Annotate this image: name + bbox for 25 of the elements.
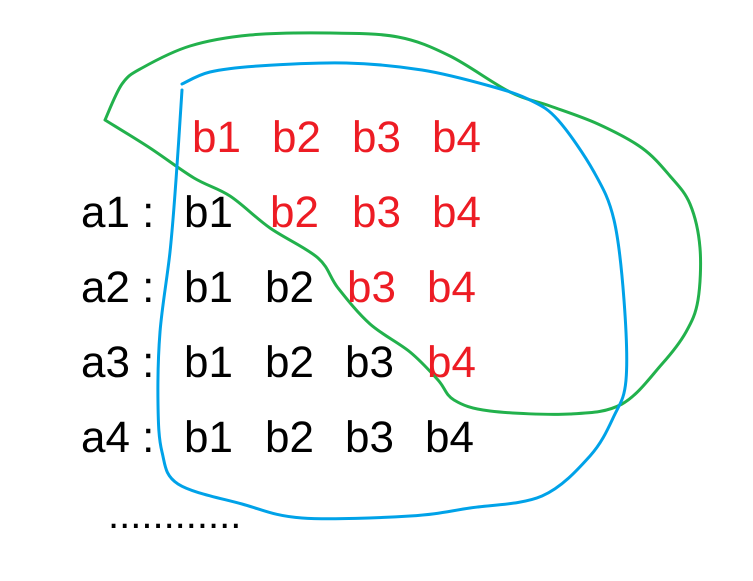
pair-term: b4 xyxy=(432,191,481,235)
pair-term: b3 xyxy=(347,266,396,310)
pair-term: b2 xyxy=(270,191,319,235)
column-header-term: b1 xyxy=(192,116,241,160)
column-header-term: b2 xyxy=(272,116,321,160)
pair-term: b3 xyxy=(345,416,394,460)
row-label: a4 : xyxy=(81,416,154,460)
column-header-term: b3 xyxy=(352,116,401,160)
pair-term: b1 xyxy=(184,191,233,235)
pair-term: b1 xyxy=(184,341,233,385)
pair-term: b2 xyxy=(265,266,314,310)
row-label: a3 : xyxy=(81,341,154,385)
pair-term: b4 xyxy=(427,266,476,310)
ellipsis-dots: ............ xyxy=(108,495,242,535)
pair-term: b4 xyxy=(425,416,474,460)
pair-term: b1 xyxy=(184,266,233,310)
pair-term: b2 xyxy=(265,416,314,460)
pair-term: b3 xyxy=(352,191,401,235)
column-header-term: b4 xyxy=(432,116,481,160)
row-label: a1 : xyxy=(81,191,154,235)
pair-term: b1 xyxy=(184,416,233,460)
row-label: a2 : xyxy=(81,266,154,310)
pair-term: b3 xyxy=(345,341,394,385)
pair-term: b2 xyxy=(265,341,314,385)
pair-term: b4 xyxy=(427,341,476,385)
